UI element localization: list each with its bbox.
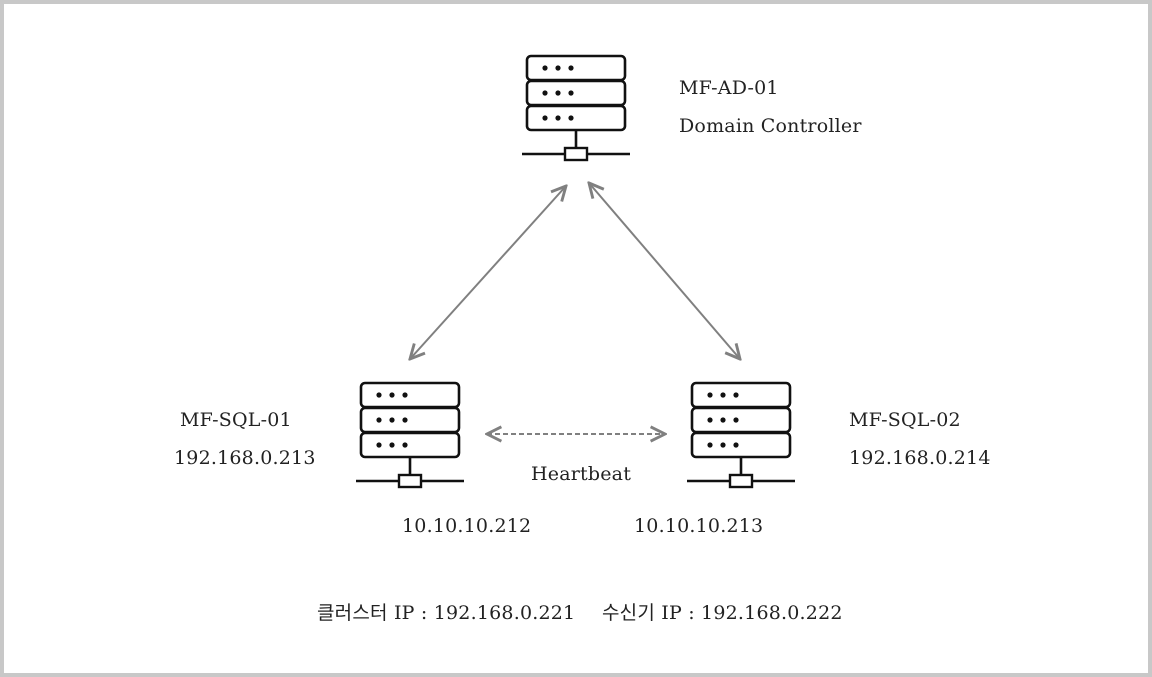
ad-role-label: Domain Controller (679, 115, 862, 137)
sql2-public-ip-label: 192.168.0.214 (849, 447, 991, 469)
sql1-heartbeat-ip-label: 10.10.10.212 (402, 515, 532, 537)
ad-sql2-link-arrow (589, 183, 740, 359)
server-icon (520, 54, 632, 162)
cluster-ip-label: 클러스터 IP : 192.168.0.221 (317, 602, 576, 624)
listener-ip-label: 수신기 IP : 192.168.0.222 (602, 602, 843, 624)
network-diagram (354, 54, 797, 489)
ad-hostname-label: MF-AD-01 (679, 77, 779, 99)
heartbeat-label: Heartbeat (531, 463, 632, 485)
ad-sql1-link-arrow (410, 186, 566, 359)
server-icon (354, 381, 466, 489)
server-icon (685, 381, 797, 489)
sql1-public-ip-label: 192.168.0.213 (174, 447, 316, 469)
sql2-heartbeat-ip-label: 10.10.10.213 (634, 515, 764, 537)
sql2-hostname-label: MF-SQL-02 (849, 409, 961, 431)
sql1-hostname-label: MF-SQL-01 (180, 409, 292, 431)
